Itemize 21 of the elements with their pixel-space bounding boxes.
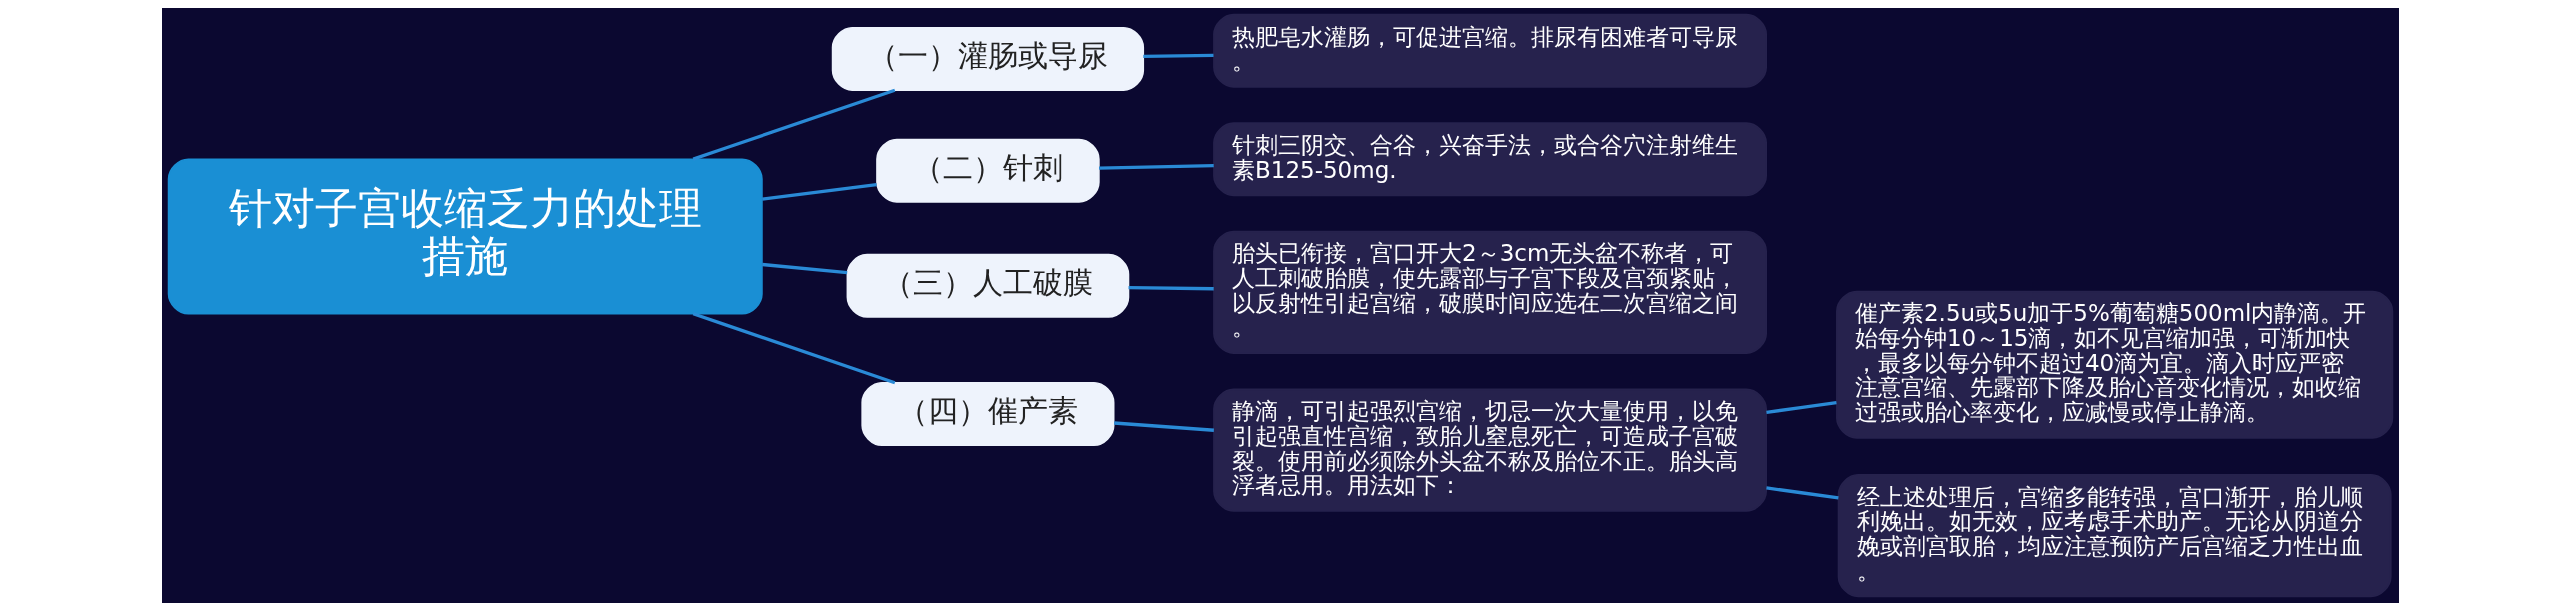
node-box: （三）人工破膜 [846,253,1129,318]
node-box: 经上述处理后，宫缩多能转强，宫口渐开，胎儿顺利娩出。如无效，应考虑手术助产。无论从阴道分娩或剖宫取胎，均应注意预防产后宫缩乏力性出血。 [1837,474,2392,598]
connector [1765,486,1839,500]
connector [1765,401,1837,414]
connector [692,312,895,385]
connector [1098,163,1214,170]
node-box: 催产素2.5u或5u加于5%葡萄糖500ml内静滴。开始每分钟10～15滴，如不见宫缩加强，可渐加快，最多以每分钟不超过40滴为宜。滴入时应严密注意宫缩、先露部下降及胎心音变化情况，如收缩过强或胎心率变化，应减慢或停止静滴。 [1835,290,2393,439]
connector [1113,421,1214,432]
node-box: （四）催产素 [860,381,1114,447]
connector [1128,285,1214,291]
connector [692,88,895,161]
connector [761,262,847,275]
node-box: 针刺三阴交、合谷，兴奋手法，或合谷穴注射维生素B125-50mg. [1212,122,1767,197]
node-box: 针对子宫收缩乏力的处理措施 [167,158,763,315]
connector [1142,53,1213,59]
node-box: 胎头已衔接，宫口开大2～3cm无头盆不称者，可人工刺破胎膜，使先露部与子宫下段及宫颈紧贴，以反射性引起宫缩，破膜时间应选在二次宫缩之间。 [1212,230,1767,354]
node-box: （二）针刺 [875,138,1100,203]
node-box: 热肥皂水灌肠，可促进宫缩。排尿有困难者可导尿。 [1212,13,1767,88]
node-box: 静滴，可引起强烈宫缩，切忌一次大量使用，以免引起强直性宫缩，致胎儿窒息死亡，可造成子宫破裂。使用前必须除外头盆不称及胎位不正。胎头高浮者忌用。用法如下： [1212,388,1767,512]
node-box: （一）灌肠或导尿 [831,26,1144,91]
connector [761,182,877,201]
